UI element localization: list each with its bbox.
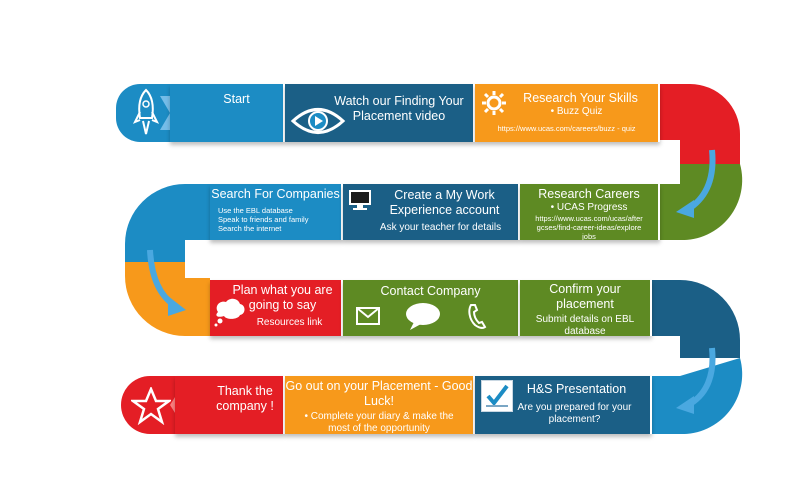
step-research-skills: Research Your Skills • Buzz Quiz https:/… [475,84,660,142]
step-go-out: Go out on your Placement - Good Luck! • … [285,376,475,434]
step-research-careers-bullet: • UCAS Progress [550,202,628,213]
step-hs-presentation-title: H&S Presentation [526,382,627,396]
phone-icon [468,304,487,330]
step-start: Start [170,84,285,142]
step-plan-sub: Resources link [256,317,323,328]
step-create-account-sub: Ask your teacher for details [379,222,502,233]
step-thank-company-title: Thank the company ! [216,384,274,413]
step-go-out-bullet: • Complete your diary & make the most of… [304,411,454,434]
thought-bubble-icon [214,298,245,327]
step-plan-title: Plan what you are going to say [232,283,333,312]
step-create-account: Create a My Work Experience account Ask … [343,184,520,240]
eye-icon [290,108,346,134]
step-hs-presentation-sub: Are you prepared for your placement? [517,402,632,425]
step-search-companies: Search For Companies Use the EBL databas… [210,184,343,240]
rocket-icon [132,88,160,135]
gear-icon [482,91,506,115]
step-thank-company: Thank the company ! [175,376,285,434]
step-contact-company-title: Contact Company [380,284,481,298]
arrow-head-3 [676,396,694,414]
step-start-title: Start [223,92,250,106]
arrow-curve-1 [688,149,716,211]
step-research-skills-title: Research Your Skills [523,91,638,105]
step-create-account-title: Create a My Work Experience account [389,188,500,217]
step-research-careers: Research Careers • UCAS Progress https:/… [520,184,660,240]
speech-bubble-icon [406,303,440,330]
step-watch-video-title: Watch our Finding Your Placement video [334,94,464,123]
step-search-companies-line: Use the EBL database [218,206,293,215]
arrow-curve-3 [688,347,716,407]
step-research-skills-url: https://www.ucas.com/careers/buzz - quiz [497,124,636,133]
step-confirm-placement-sub: Submit details on EBL database [535,314,635,336]
step-go-out-title: Go out on your Placement - Good Luck! [285,379,473,408]
step-search-companies-line: Speak to friends and family [218,215,309,224]
step-confirm-placement: Confirm your placement Submit details on… [520,280,652,336]
step-search-companies-line: Search the internet [218,224,282,233]
step-research-careers-title: Research Careers [538,187,640,201]
computer-icon [349,190,371,210]
arrow-head-1 [676,200,694,218]
step-confirm-placement-title: Confirm your placement [549,282,621,311]
step-search-companies-title: Search For Companies [211,187,340,201]
checkmark-icon [481,380,513,412]
star-icon [131,387,171,425]
step-research-skills-bullet: • Buzz Quiz [550,106,603,117]
step-research-careers-url: https://www.ucas.com/ucas/after gcses/fi… [535,214,643,240]
row1-left-cap [116,84,170,142]
arrow-head-2 [168,296,186,316]
envelope-icon [356,307,380,325]
